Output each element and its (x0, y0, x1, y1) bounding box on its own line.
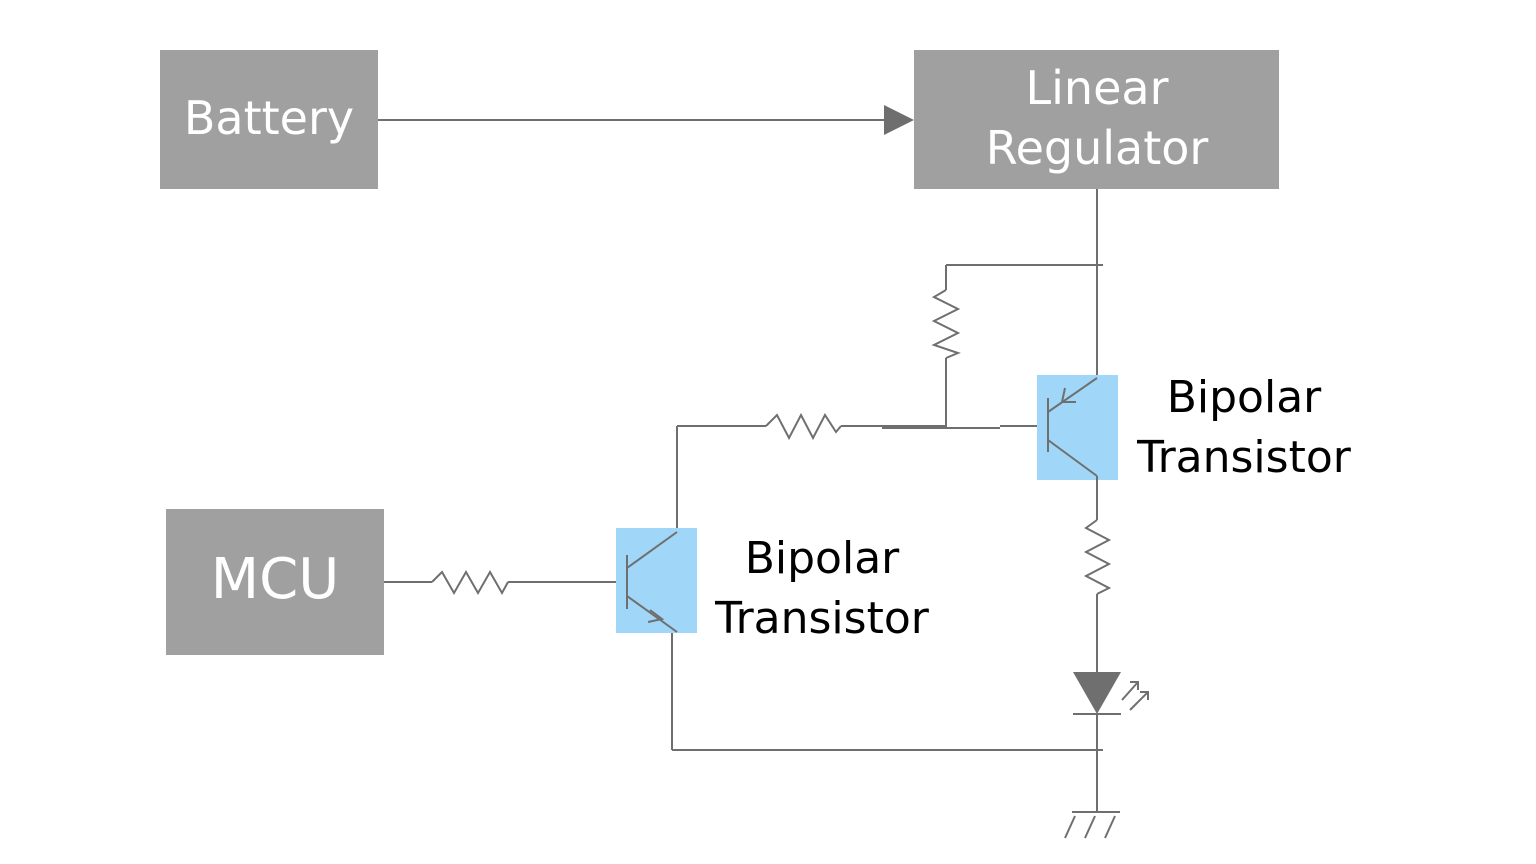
resistor-icon (765, 412, 842, 441)
lower-bipolar-transistor (616, 528, 697, 633)
arrow-icon (884, 105, 914, 135)
regulator-label-line1: Linear (1026, 61, 1169, 115)
regulator-label-line2: Regulator (986, 121, 1209, 175)
battery-label: Battery (184, 91, 354, 145)
emitter-arrow-icon (647, 609, 665, 623)
resistor-icon (431, 569, 509, 596)
linear-regulator-block: Linear Regulator (914, 50, 1279, 189)
resistor-icon (931, 289, 961, 359)
upper-transistor-label-line1: Bipolar (1167, 372, 1322, 423)
ground-icon (1064, 811, 1120, 839)
mcu-block: MCU (166, 509, 384, 655)
emitter-arrow-icon (1060, 387, 1076, 403)
battery-block: Battery (160, 50, 378, 189)
battery-to-regulator-arrow (378, 105, 914, 135)
upper-transistor-label-line2: Transistor (1136, 432, 1352, 483)
lower-transistor-label-line2: Transistor (714, 593, 930, 644)
resistor-icon (1083, 519, 1112, 595)
led-icon (1073, 672, 1149, 715)
lower-transistor-label-line1: Bipolar (745, 533, 900, 584)
upper-bipolar-transistor (1037, 375, 1118, 480)
mcu-label: MCU (211, 547, 339, 612)
